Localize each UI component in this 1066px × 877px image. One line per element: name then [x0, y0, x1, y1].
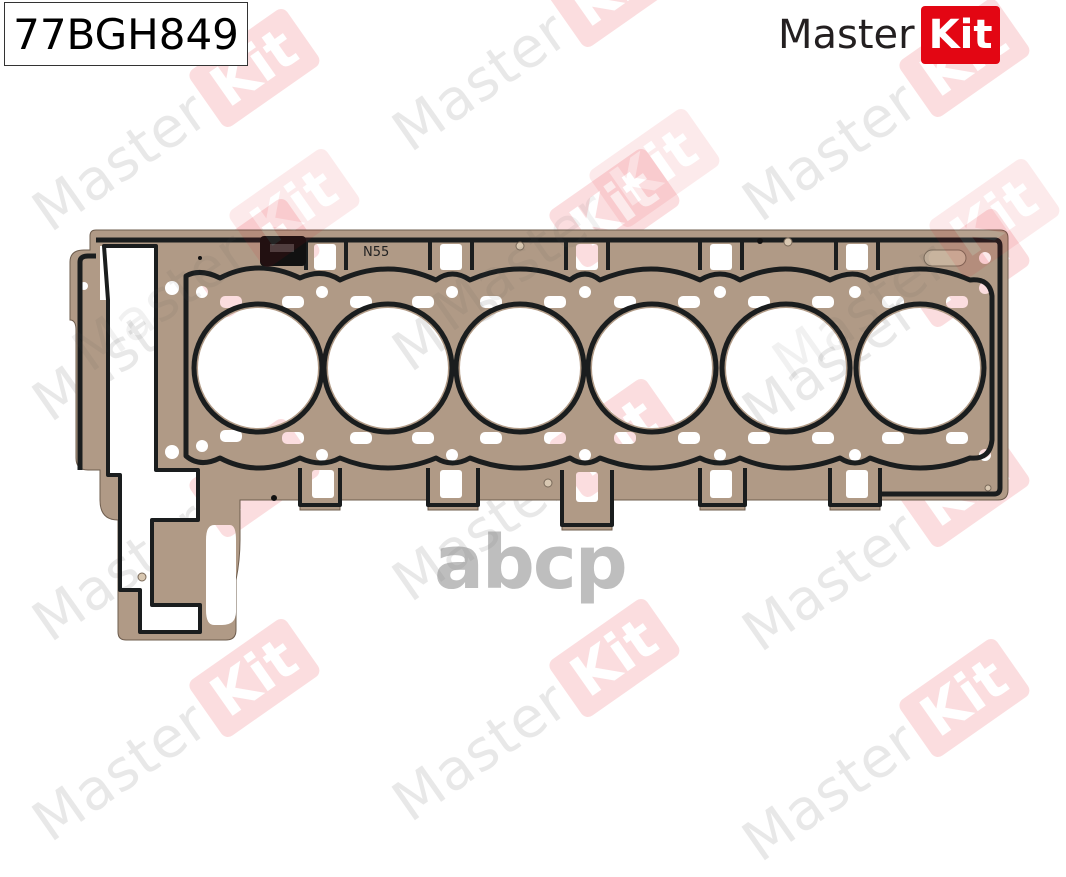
brand-logo-kit: Kit: [920, 6, 1001, 64]
brand-logo-master: Master: [778, 12, 915, 58]
abcp-logo: abcp: [434, 520, 628, 606]
engine-marking: N55: [363, 245, 389, 260]
brand-logo: Master Kit: [778, 4, 1001, 66]
part-number-box: 77BGH849: [4, 2, 248, 66]
product-image-head-gasket: N55: [69, 229, 1009, 641]
part-number: 77BGH849: [13, 9, 239, 59]
